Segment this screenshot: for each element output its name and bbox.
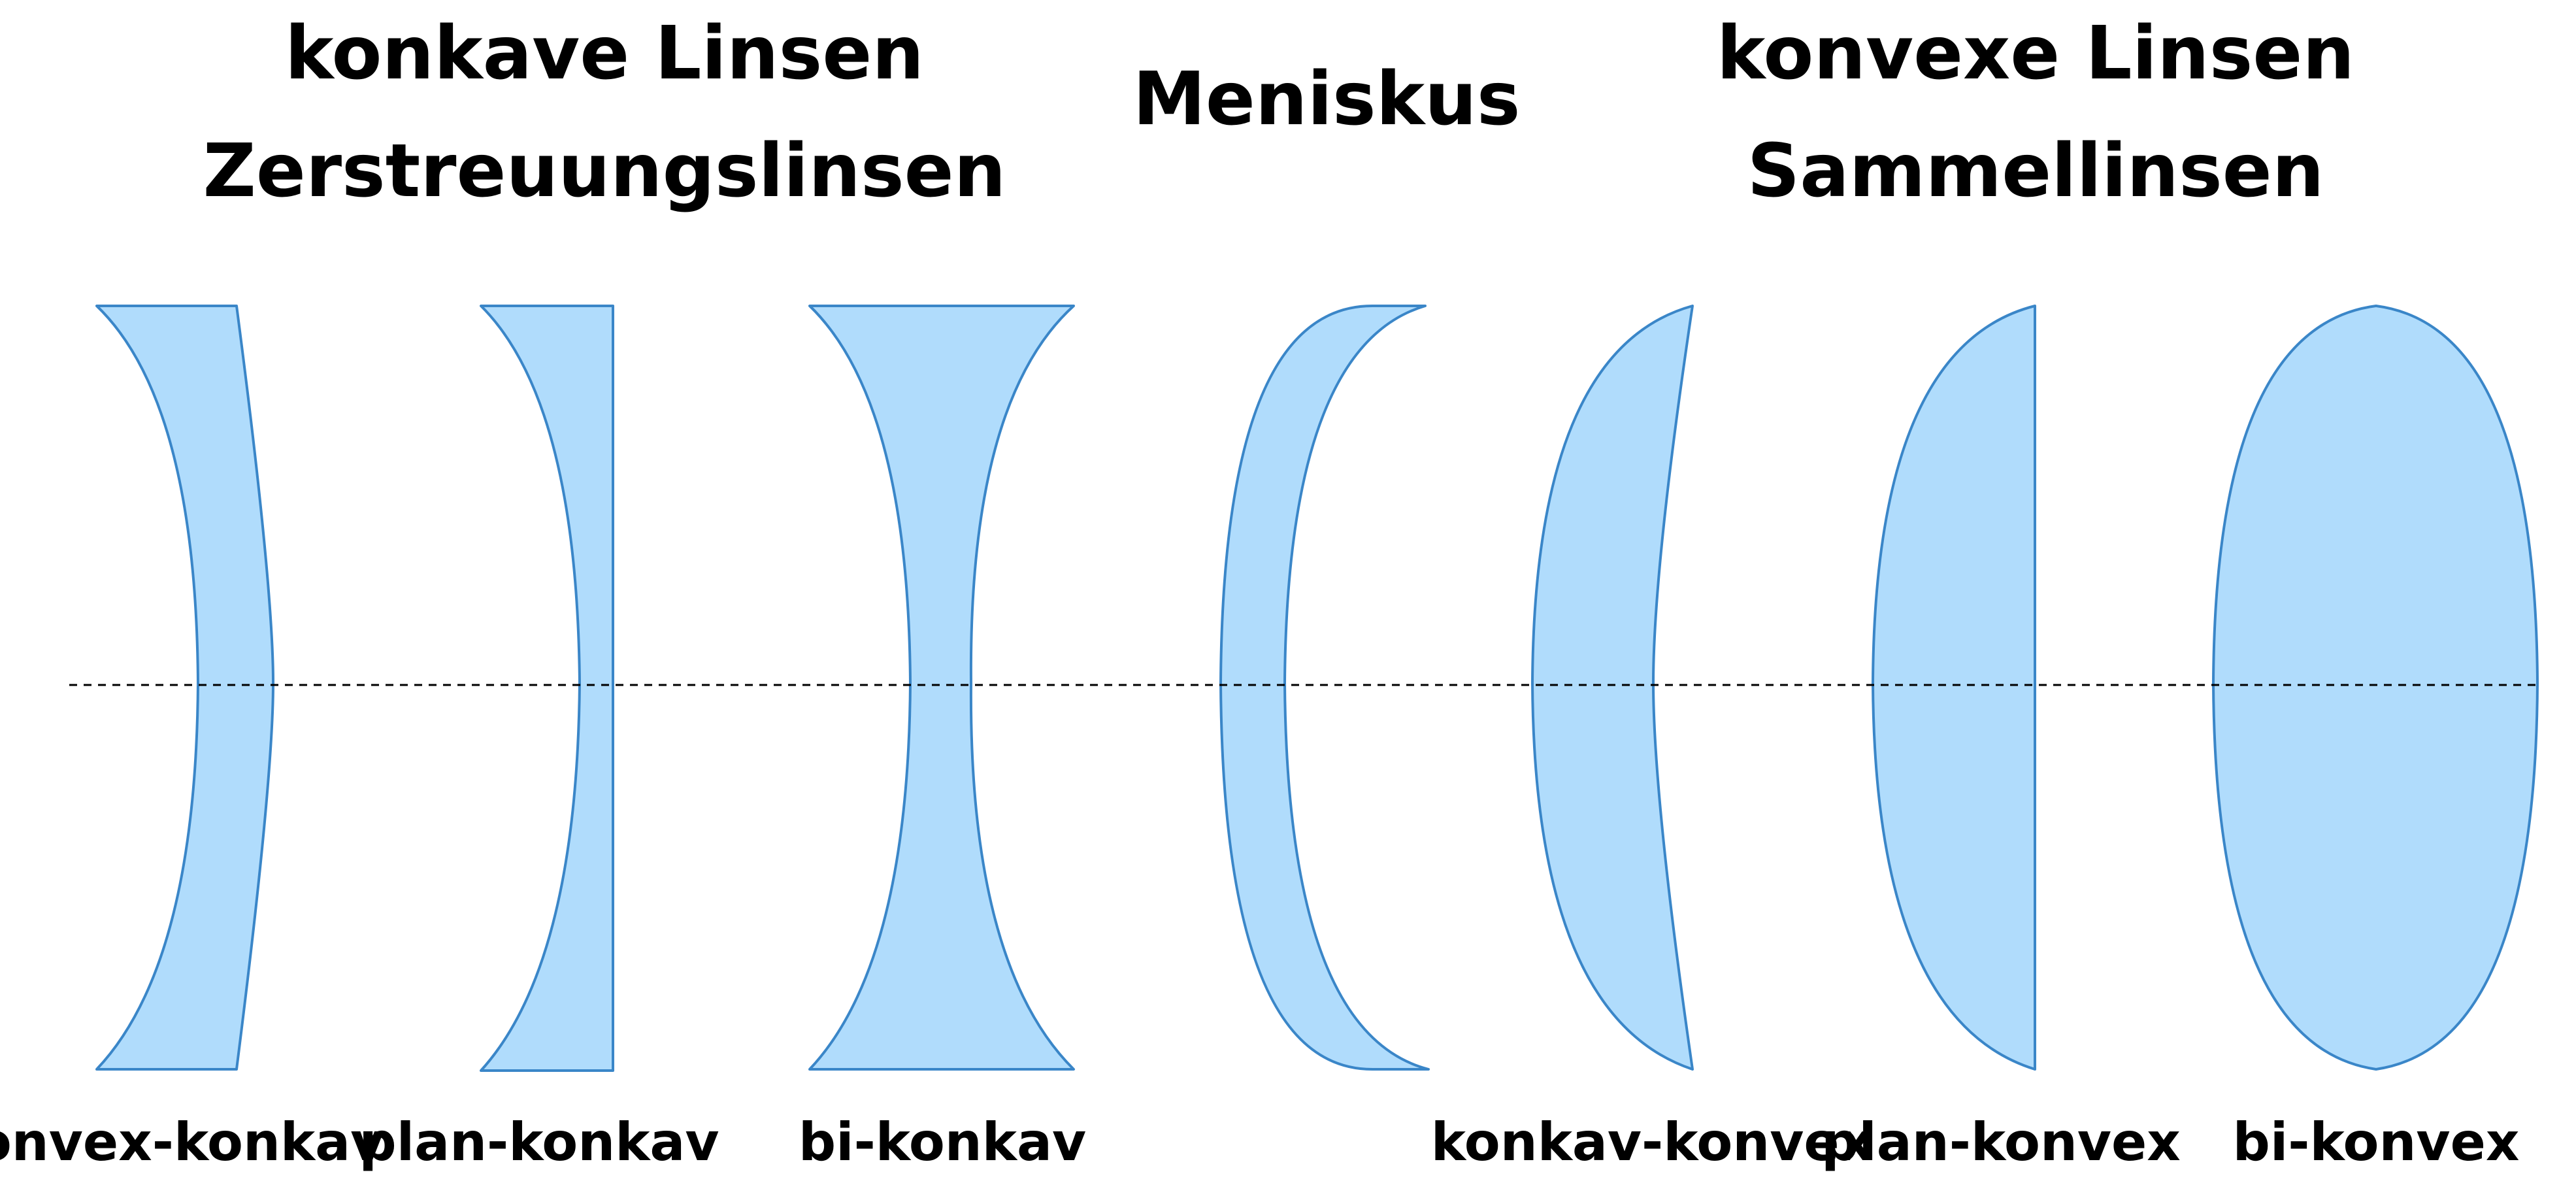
heading-concave-line2: Zerstreuungslinsen	[203, 129, 1006, 214]
label-convex-concave: konvex-konkav	[0, 1112, 384, 1173]
label-concave-convex: konkav-konvex	[1431, 1112, 1873, 1173]
heading-concave-line1: konkave Linsen	[285, 11, 924, 96]
lens-plano-convex	[1872, 305, 2036, 1071]
lens-plano-concave	[480, 305, 614, 1072]
heading-convex-line2: Sammellinsen	[1747, 129, 2324, 214]
label-biconcave: bi-konkav	[799, 1112, 1086, 1173]
lens-meniscus	[1219, 305, 1430, 1071]
heading-meniscus: Meniskus	[1132, 57, 1520, 142]
label-biconvex: bi-konvex	[2233, 1112, 2520, 1173]
lens-biconvex	[2212, 305, 2539, 1071]
heading-convex-line1: konvexe Linsen	[1717, 11, 2354, 96]
lens-convex-concave	[95, 305, 274, 1071]
lens-concave-convex	[1531, 305, 1694, 1071]
lens-biconcave	[808, 305, 1075, 1071]
label-plano-convex: plan-konvex	[1821, 1112, 2181, 1173]
label-plano-concave: plan-konkav	[359, 1112, 719, 1173]
